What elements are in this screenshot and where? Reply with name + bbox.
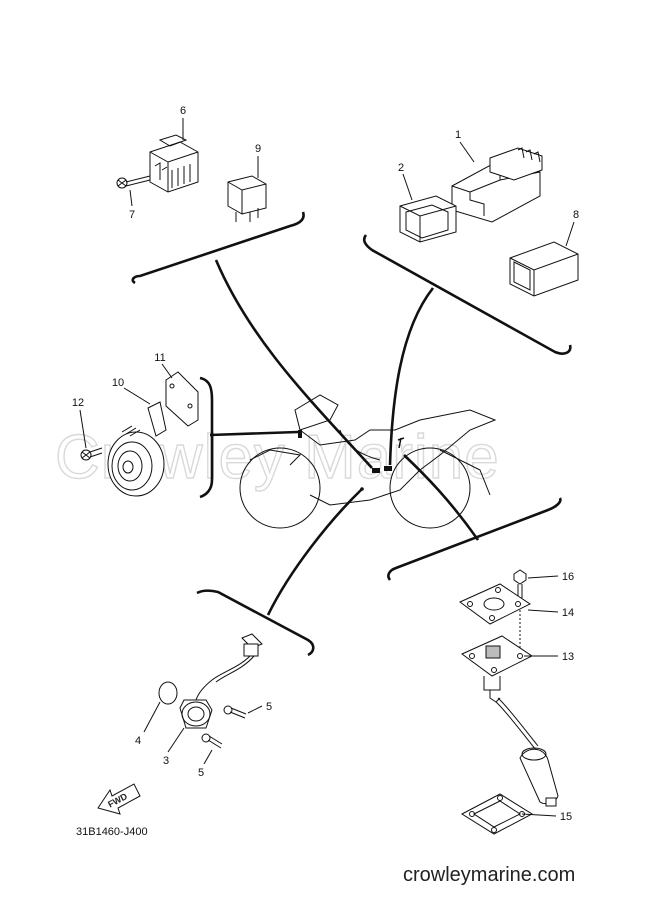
callout-10: 10 [112,377,124,389]
o-ring-4 [158,681,178,705]
website-label: crowleymarine.com [403,864,575,886]
callout-8: 8 [573,209,579,221]
callout-14: 14 [562,607,574,619]
diagram-code: 31B1460-J400 [76,826,148,838]
callout-9: 9 [255,143,261,155]
locator-horn-mark [298,430,302,438]
callout-13: 13 [562,651,574,663]
callout-1: 1 [455,129,461,141]
locator-connector-mark [384,466,392,471]
callout-4: 4 [135,735,141,747]
screw-5a [223,705,247,719]
screw-5b [201,733,223,749]
screw-16 [513,569,527,598]
callout-12: 12 [72,397,84,409]
gasket-14 [459,583,531,625]
callout-5b: 5 [198,767,204,779]
bolt-12 [80,447,103,461]
leader-lines [209,259,480,616]
gasket-15 [460,793,534,835]
callout-3: 3 [163,755,169,767]
coupler-8 [509,241,579,297]
relay-9 [227,175,267,222]
cdi-unit-1 [451,147,543,223]
fuel-switch-3 [179,633,263,729]
connector-cover-2 [399,195,457,243]
horn-10 [107,401,167,497]
callout-6: 6 [180,105,186,117]
locator-bolt-mark [397,437,405,449]
group-brackets [131,211,572,657]
callout-7: 7 [129,209,135,221]
fuel-gauge-13 [461,635,559,807]
rectifier-regulator [149,134,199,193]
callout-16: 16 [562,571,574,583]
fwd-arrow: FWD [97,783,141,815]
callout-15: 15 [560,811,572,823]
horn-bracket-11 [165,371,199,427]
callout-2: 2 [398,162,404,174]
locator-relay-mark [372,468,380,473]
bolt-7 [116,175,151,189]
callout-5a: 5 [266,701,272,713]
callout-11: 11 [154,352,165,364]
